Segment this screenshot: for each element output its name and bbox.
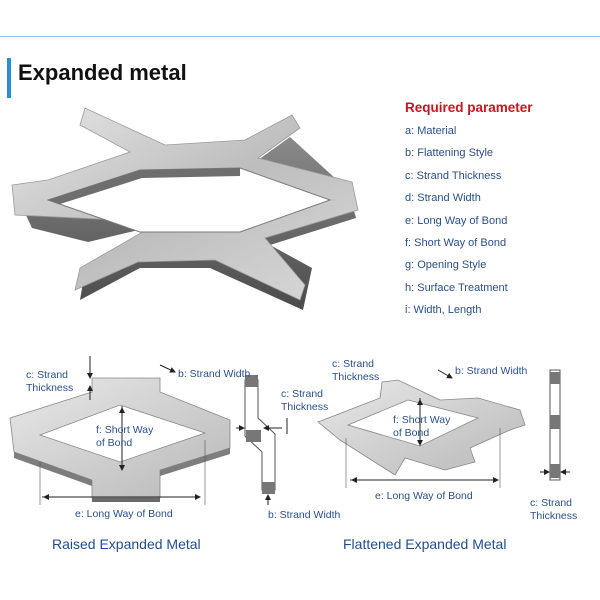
flattened-side-profile: [540, 369, 570, 481]
raised-side-thickness-label: c: Strand Thickness: [281, 388, 329, 413]
page-title: Expanded metal: [18, 60, 187, 85]
flattened-mesh-illustration: [317, 369, 526, 488]
raised-side-profile: [236, 375, 288, 505]
raised-side-width-label: b: Strand Width: [268, 509, 341, 521]
top-divider: [0, 36, 600, 37]
parameter-item: c: Strand Thickness: [405, 169, 502, 182]
raised-strand-thickness-label: c: Strand Thickness: [26, 369, 74, 394]
parameter-item: h: Surface Treatment: [405, 281, 508, 294]
flattened-caption: Flattened Expanded Metal: [343, 536, 507, 552]
parameter-item: e: Long Way of Bond: [405, 214, 508, 227]
parameter-item: f: Short Way of Bond: [405, 236, 507, 249]
raised-mesh-illustration: [9, 356, 231, 505]
raised-caption: Raised Expanded Metal: [52, 536, 201, 552]
raised-strand-width-label: b: Strand Width: [178, 368, 251, 380]
raised-long-way-label: e: Long Way of Bond: [75, 508, 173, 520]
flattened-strand-width-label: b: Strand Width: [455, 365, 528, 377]
flattened-side-thickness-label: c: Strand Thickness: [530, 497, 578, 522]
flattened-long-way-label: e: Long Way of Bond: [375, 490, 473, 502]
raised-short-way-label: f: Short Way of Bond: [96, 424, 154, 449]
flattened-strand-thickness-label: c: Strand Thickness: [332, 358, 380, 383]
parameter-item: a: Material: [405, 125, 457, 137]
title-accent-bar: [7, 58, 11, 98]
parameter-item: b: Flattening Style: [405, 147, 494, 160]
parameter-item: d: Strand Width: [405, 192, 481, 205]
parameter-item: i: Width, Length: [405, 304, 482, 317]
required-parameter-heading: Required parameter: [405, 100, 533, 115]
parameter-list: a: Material b: Flattening Style c: Stran…: [405, 124, 508, 326]
parameter-item: g: Opening Style: [405, 259, 487, 272]
large-mesh-illustration: [11, 107, 359, 310]
flattened-short-way-label: f: Short Way of Bond: [393, 414, 451, 439]
